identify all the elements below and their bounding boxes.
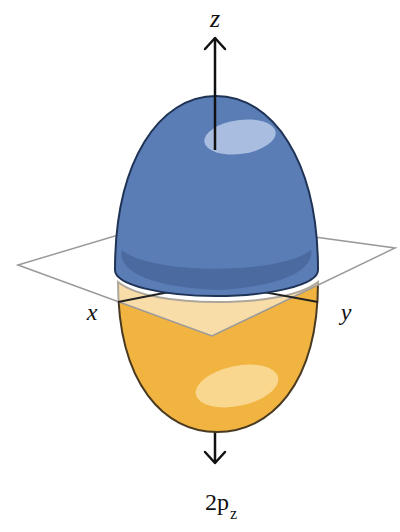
orbital-subscript: z bbox=[230, 506, 237, 522]
orbital-name: 2p bbox=[205, 490, 229, 514]
z-arrowhead-upper bbox=[205, 38, 225, 49]
lobe-shade bbox=[121, 250, 311, 290]
z-arrowhead-lower bbox=[205, 452, 225, 463]
lobe-highlight bbox=[202, 115, 278, 159]
axis-label: x bbox=[87, 300, 98, 324]
z-axis-lower bbox=[214, 428, 217, 463]
axis-label: z bbox=[210, 6, 220, 32]
lobe-highlight bbox=[192, 358, 282, 415]
upper-lobe bbox=[115, 96, 318, 296]
z-axis-upper bbox=[214, 38, 217, 150]
axis-label: y bbox=[341, 300, 352, 324]
